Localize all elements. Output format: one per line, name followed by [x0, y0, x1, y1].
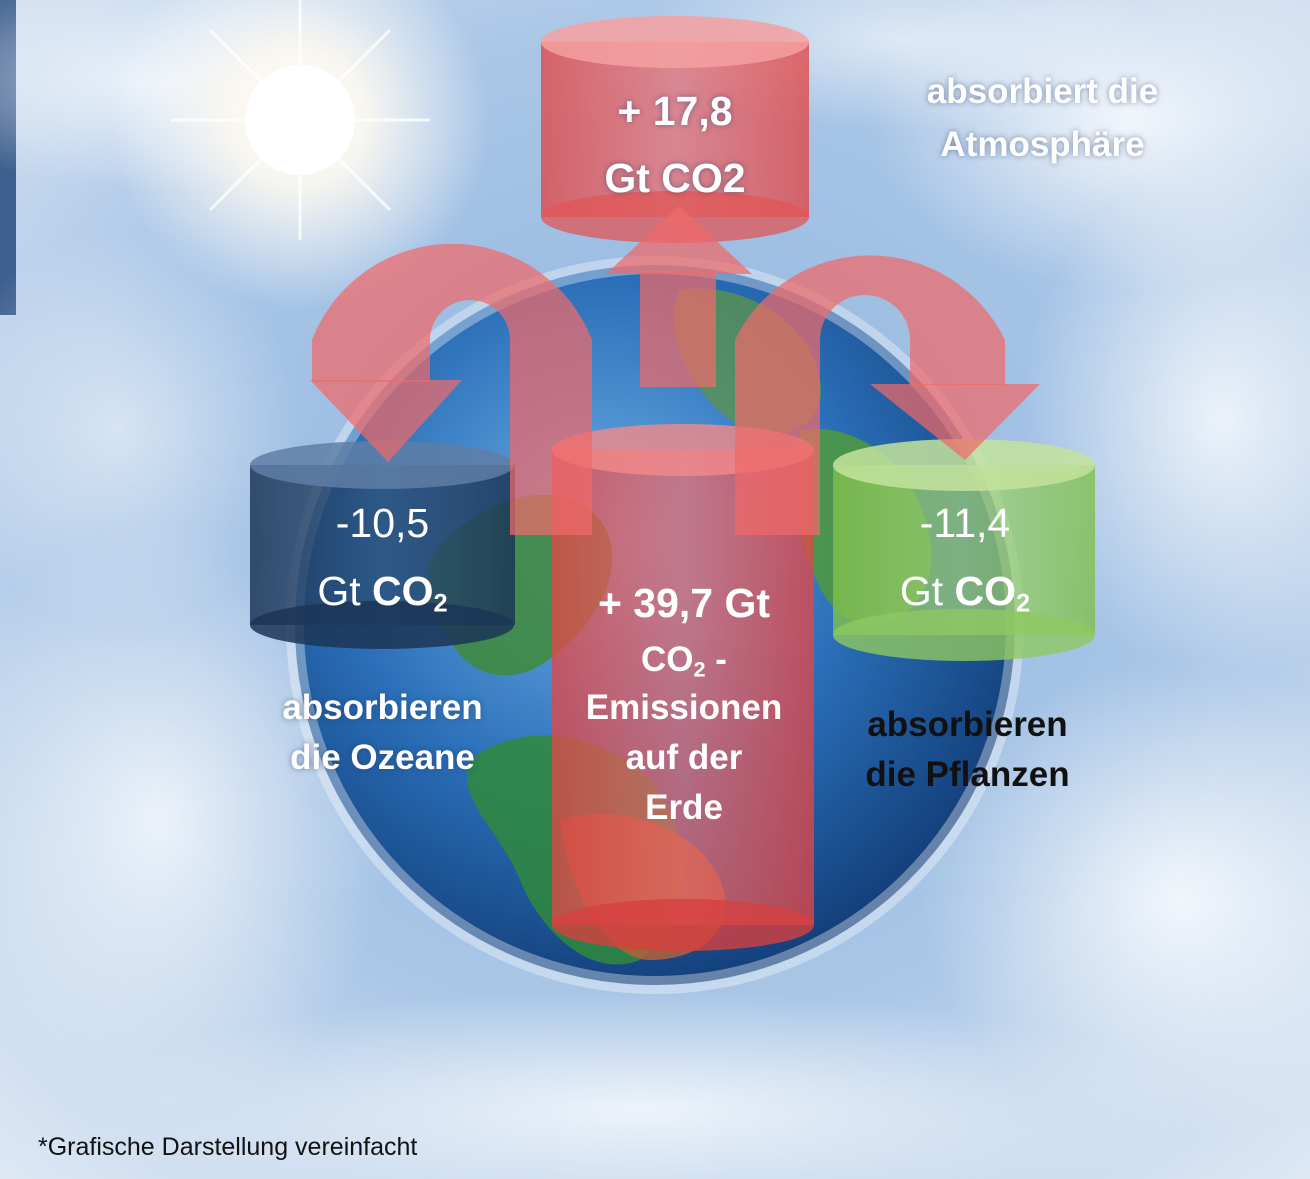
- oceans-value: -10,5: [335, 500, 430, 546]
- plants-value: -11,4: [919, 500, 1011, 546]
- atmosphere-value: + 17,8: [617, 88, 733, 134]
- emissions-formula-suffix: -: [705, 640, 727, 679]
- plants-unit-prefix: Gt: [899, 568, 944, 614]
- atmosphere-caption-line2: Atmosphäre: [940, 125, 1145, 164]
- plants-caption-line2: die Pflanzen: [865, 755, 1070, 794]
- oceans-unit-formula: CO: [372, 568, 434, 614]
- emissions-formula-subscript: 2: [693, 656, 706, 682]
- emissions-value: + 39,7 Gt: [597, 580, 771, 626]
- arrow-to-oceans: [312, 243, 592, 536]
- oceans-unit: Gt CO2: [270, 568, 495, 618]
- arrow-to-plants: [735, 255, 1005, 535]
- emissions-caption-line2: auf der: [625, 738, 743, 777]
- oceans-caption-line2: die Ozeane: [290, 738, 475, 777]
- atmosphere-cylinder: [541, 16, 809, 243]
- plants-unit: Gt CO2: [855, 568, 1075, 618]
- arrow-head-oceans: [310, 380, 462, 462]
- emissions-caption-line3: Erde: [645, 788, 723, 827]
- plants-unit-subscript: 2: [1016, 589, 1031, 618]
- oceans-caption-line1: absorbieren: [282, 688, 483, 727]
- emissions-formula-text: CO: [641, 640, 694, 679]
- plants-caption-line1: absorbieren: [867, 705, 1068, 744]
- oceans-cylinder: [250, 441, 515, 649]
- sun: [110, 0, 490, 310]
- arrow-head-atmosphere: [606, 206, 752, 274]
- plants-unit-formula: CO: [954, 568, 1017, 614]
- atmosphere-caption-line1: absorbiert die: [926, 72, 1159, 111]
- arrow-head-plants: [870, 384, 1040, 460]
- oceans-unit-subscript: 2: [433, 589, 448, 618]
- emissions-formula: CO2 -: [560, 640, 808, 680]
- oceans-unit-prefix: Gt: [317, 568, 361, 614]
- flow-arrows: [310, 206, 1040, 536]
- emissions-caption-line1: Emissionen: [585, 688, 783, 727]
- arrow-shaft-atmosphere: [640, 272, 716, 387]
- atmosphere-unit: Gt CO2: [604, 155, 746, 201]
- plants-cylinder: [833, 439, 1095, 661]
- footnote: *Grafische Darstellung vereinfacht: [38, 1133, 418, 1161]
